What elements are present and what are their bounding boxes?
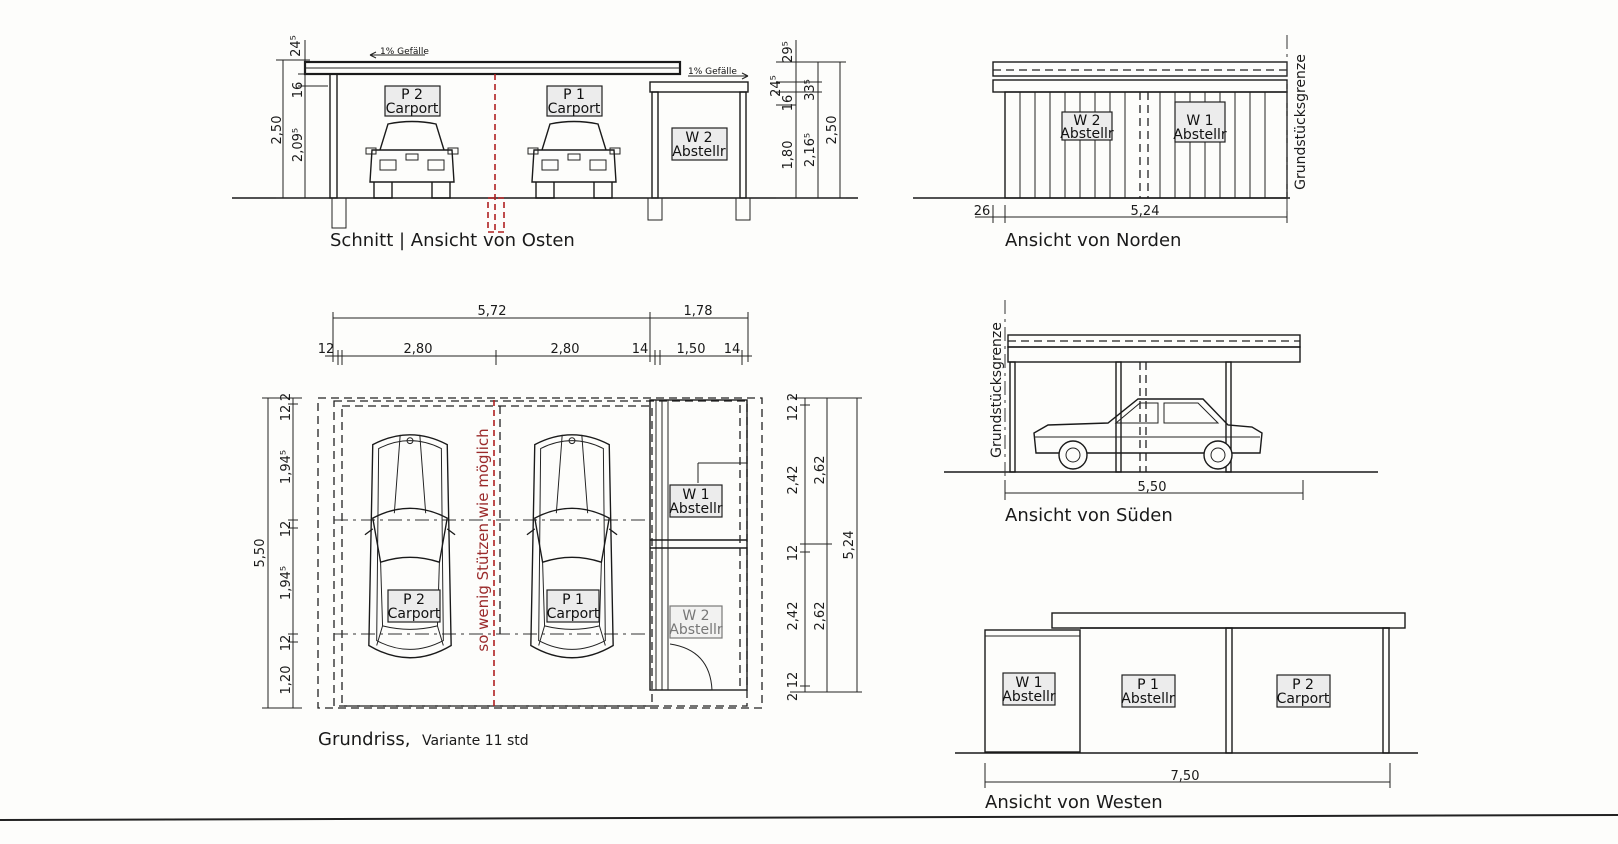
dim-text: 5,72 bbox=[478, 304, 507, 319]
dim-text: 2,62 bbox=[813, 456, 828, 485]
dim-text: 2,80 bbox=[551, 342, 580, 357]
label-p2-sub: Carport bbox=[386, 101, 439, 117]
label-w2: W 2 bbox=[685, 130, 712, 146]
slope-right-text: 1% Gefälle bbox=[688, 67, 737, 77]
label-p1: P 1 bbox=[563, 87, 585, 103]
roof-outline bbox=[317, 397, 763, 709]
dim-text: 1,94⁵ bbox=[279, 450, 294, 484]
dim-text: 2 bbox=[786, 393, 801, 401]
label-w1-sub: Abstellr bbox=[669, 501, 723, 517]
label-w1: W 1 bbox=[1186, 113, 1213, 129]
dim-text: 2,16⁵ bbox=[803, 133, 818, 167]
storage-rooms bbox=[649, 399, 748, 691]
dim-text: 12 bbox=[786, 672, 801, 689]
label-p1-sub: Abstellr bbox=[1121, 691, 1175, 707]
post-note-red: so wenig Stützen wie möglich bbox=[474, 428, 492, 651]
dim-text: 2,50 bbox=[270, 116, 285, 145]
south-view: 5,50 Grundstücksgrenze Ansicht von Süden bbox=[944, 300, 1378, 526]
dim-text: 16 bbox=[291, 82, 306, 99]
dim-text: 2,80 bbox=[404, 342, 433, 357]
shed-wall bbox=[1004, 91, 1288, 199]
dim-text: 5,50 bbox=[253, 539, 268, 568]
shed-roof bbox=[649, 81, 749, 93]
dim-text: 14 bbox=[724, 342, 741, 357]
label-w1: W 1 bbox=[682, 487, 709, 503]
floor-plan: P 2 Carport P 1 Carport W 1 Abstellr W 2… bbox=[253, 304, 862, 750]
slope-arrow-icon bbox=[369, 51, 425, 59]
page-edge bbox=[0, 814, 1618, 821]
dim-text: 12 bbox=[279, 405, 294, 422]
dim-text: 2,42 bbox=[786, 602, 801, 631]
dim-text: 2,62 bbox=[813, 602, 828, 631]
dim-text: 12 bbox=[786, 545, 801, 562]
property-boundary-label: Grundstücksgrenze bbox=[1293, 54, 1309, 190]
east-section-view: P 2 Carport P 1 Carport W 2 Abstellr 1% … bbox=[232, 35, 858, 251]
dim-text: 2,09⁵ bbox=[291, 128, 306, 162]
dim-text: 2,42 bbox=[786, 466, 801, 495]
dim-text: 1,50 bbox=[677, 342, 706, 357]
view-title-south: Ansicht von Süden bbox=[1005, 505, 1173, 526]
dim-text: 1,94⁵ bbox=[279, 566, 294, 600]
label-p2: P 2 bbox=[1292, 677, 1314, 693]
dim-text: 26 bbox=[974, 204, 991, 219]
dim-text: 12 bbox=[279, 635, 294, 652]
north-view: W 2 Abstellr W 1 Abstellr 26 5,24 Grunds… bbox=[913, 35, 1309, 251]
dim-text: 1,78 bbox=[684, 304, 713, 319]
property-boundary-label: Grundstücksgrenze bbox=[989, 322, 1005, 458]
dim-text: 16 bbox=[781, 95, 796, 112]
dim-text: 1,80 bbox=[781, 141, 796, 170]
dim-text: 24⁵ bbox=[289, 35, 304, 57]
label-w1-sub: Abstellr bbox=[1173, 127, 1227, 143]
dim-text: 5,50 bbox=[1138, 480, 1167, 495]
dim-text: 12 bbox=[786, 405, 801, 422]
label-w2-sub: Abstellr bbox=[669, 622, 723, 638]
dim-text: 12 bbox=[318, 342, 335, 357]
post bbox=[329, 73, 338, 199]
label-w2: W 2 bbox=[682, 608, 709, 624]
label-p1-sub: Carport bbox=[548, 101, 601, 117]
label-w1: W 1 bbox=[1015, 675, 1042, 691]
view-title-north: Ansicht von Norden bbox=[1005, 230, 1181, 251]
dim-text: 2,50 bbox=[825, 116, 840, 145]
slope-left-text: 1% Gefälle bbox=[380, 47, 429, 57]
slope-arrow-icon bbox=[688, 72, 749, 80]
label-w2-sub: Abstellr bbox=[672, 144, 726, 160]
label-w1-sub: Abstellr bbox=[1002, 689, 1056, 705]
label-p2-sub: Carport bbox=[388, 606, 441, 622]
label-p2: P 2 bbox=[401, 87, 423, 103]
dim-text: 2 bbox=[786, 693, 801, 701]
label-w2-sub: Abstellr bbox=[1060, 126, 1114, 142]
door-swing-icon bbox=[669, 643, 747, 691]
car-rear-icon bbox=[365, 120, 459, 199]
dim-text: 2 bbox=[279, 393, 294, 401]
shed-side bbox=[984, 629, 1081, 753]
plan-variant-label: Variante 11 std bbox=[422, 733, 529, 749]
view-title-east: Schnitt | Ansicht von Osten bbox=[330, 230, 575, 251]
label-w2: W 2 bbox=[1073, 113, 1100, 129]
dim-text: 29⁵ bbox=[781, 41, 796, 63]
dim-text: 24⁵ bbox=[769, 75, 784, 97]
label-p2: P 2 bbox=[403, 592, 425, 608]
car-top-icon bbox=[364, 434, 456, 659]
view-title-plan: Grundriss, bbox=[318, 729, 410, 750]
label-p1: P 1 bbox=[1137, 677, 1159, 693]
dim-text: 14 bbox=[632, 342, 649, 357]
view-title-west: Ansicht von Westen bbox=[985, 792, 1163, 813]
dim-text: 1,20 bbox=[279, 666, 294, 695]
label-p1: P 1 bbox=[562, 592, 584, 608]
dim-text: 5,24 bbox=[842, 531, 857, 560]
dim-text: 33⁵ bbox=[803, 79, 818, 101]
car-side-icon bbox=[1033, 398, 1263, 470]
label-p1-sub: Carport bbox=[547, 606, 600, 622]
label-p2-sub: Carport bbox=[1277, 691, 1330, 707]
dim-text: 12 bbox=[279, 521, 294, 538]
dim-text: 7,50 bbox=[1171, 769, 1200, 784]
dim-text: 5,24 bbox=[1131, 204, 1160, 219]
car-rear-icon bbox=[527, 120, 621, 199]
west-view: W 1 Abstellr P 1 Abstellr P 2 Carport 7,… bbox=[955, 612, 1418, 813]
car-top-icon bbox=[526, 434, 618, 659]
